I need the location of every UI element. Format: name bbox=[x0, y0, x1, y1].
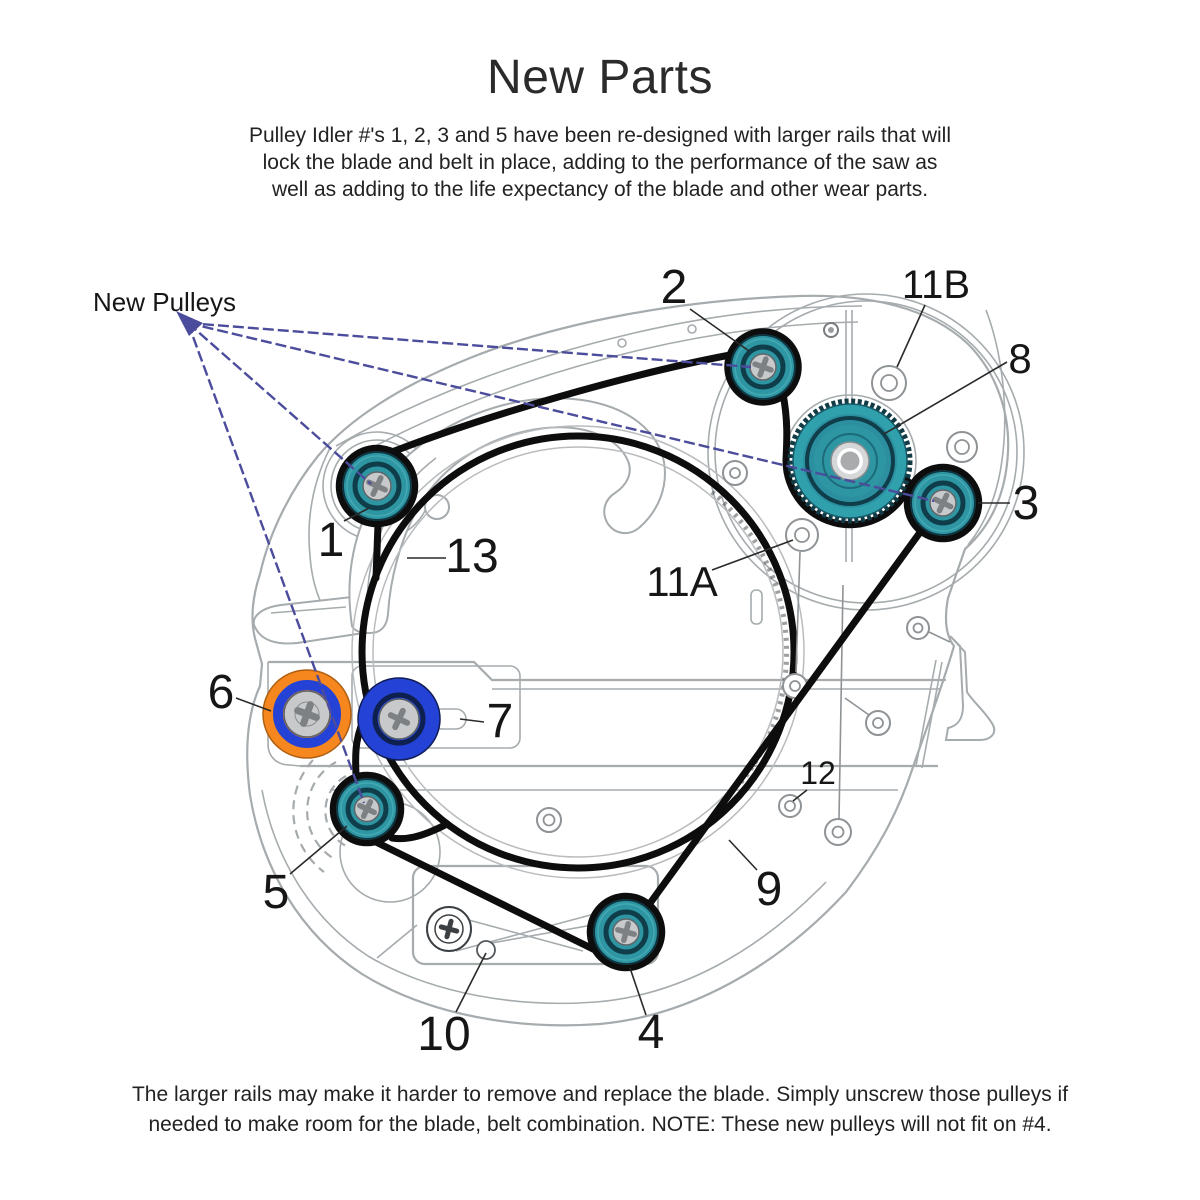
label-4: 4 bbox=[638, 1006, 665, 1059]
label-3: 3 bbox=[1013, 477, 1040, 530]
new-pulleys-callout: New Pulleys bbox=[93, 287, 935, 804]
part-labels: 1 2 3 4 5 6 7 8 9 10 11A 11B 12 13 bbox=[208, 261, 1040, 1061]
label-9: 9 bbox=[756, 863, 783, 916]
link-pin-11a bbox=[785, 518, 819, 552]
footer-note: The larger rails may make it harder to r… bbox=[40, 1080, 1160, 1140]
pulley-4 bbox=[593, 899, 659, 965]
label-1: 1 bbox=[318, 514, 345, 567]
intro-line-3: well as adding to the life expectancy of… bbox=[271, 178, 929, 201]
label-13: 13 bbox=[445, 530, 498, 583]
pulley-1 bbox=[342, 451, 412, 521]
pivot-pin-10 bbox=[476, 940, 496, 960]
hole-12 bbox=[778, 794, 802, 818]
pins-and-holes bbox=[536, 322, 978, 846]
footer-line-2: needed to make room for the blade, belt … bbox=[148, 1113, 1052, 1136]
label-5: 5 bbox=[263, 866, 290, 919]
support-foot bbox=[944, 635, 996, 741]
label-8: 8 bbox=[1008, 335, 1031, 382]
pulley-7 bbox=[357, 677, 441, 761]
intro-line-2: lock the blade and belt in place, adding… bbox=[262, 151, 938, 174]
drive-gear-8 bbox=[787, 398, 913, 524]
label-7: 7 bbox=[487, 695, 514, 748]
new-pulleys-label: New Pulleys bbox=[93, 287, 236, 317]
label-2: 2 bbox=[661, 261, 688, 314]
pulley-2 bbox=[730, 334, 796, 400]
label-12: 12 bbox=[800, 755, 836, 791]
lower-bracket bbox=[376, 864, 660, 966]
pulley-6 bbox=[262, 669, 352, 759]
footer-line-1: The larger rails may make it harder to r… bbox=[131, 1083, 1069, 1106]
pulley-3 bbox=[910, 470, 976, 536]
intro-paragraph: Pulley Idler #'s 1, 2, 3 and 5 have been… bbox=[100, 122, 1100, 203]
slide-plate bbox=[267, 660, 946, 791]
label-11b: 11B bbox=[902, 263, 970, 307]
blade-guard-13 bbox=[252, 397, 666, 645]
intro-line-1: Pulley Idler #'s 1, 2, 3 and 5 have been… bbox=[248, 124, 952, 147]
label-6: 6 bbox=[208, 666, 235, 719]
pulley-5 bbox=[336, 778, 398, 840]
page-title: New Parts bbox=[487, 51, 713, 104]
bracket-screw bbox=[426, 906, 472, 952]
arrowhead-icon bbox=[176, 311, 203, 336]
label-10: 10 bbox=[417, 1008, 470, 1061]
hole-11b bbox=[871, 365, 907, 401]
label-11a: 11A bbox=[646, 558, 718, 605]
